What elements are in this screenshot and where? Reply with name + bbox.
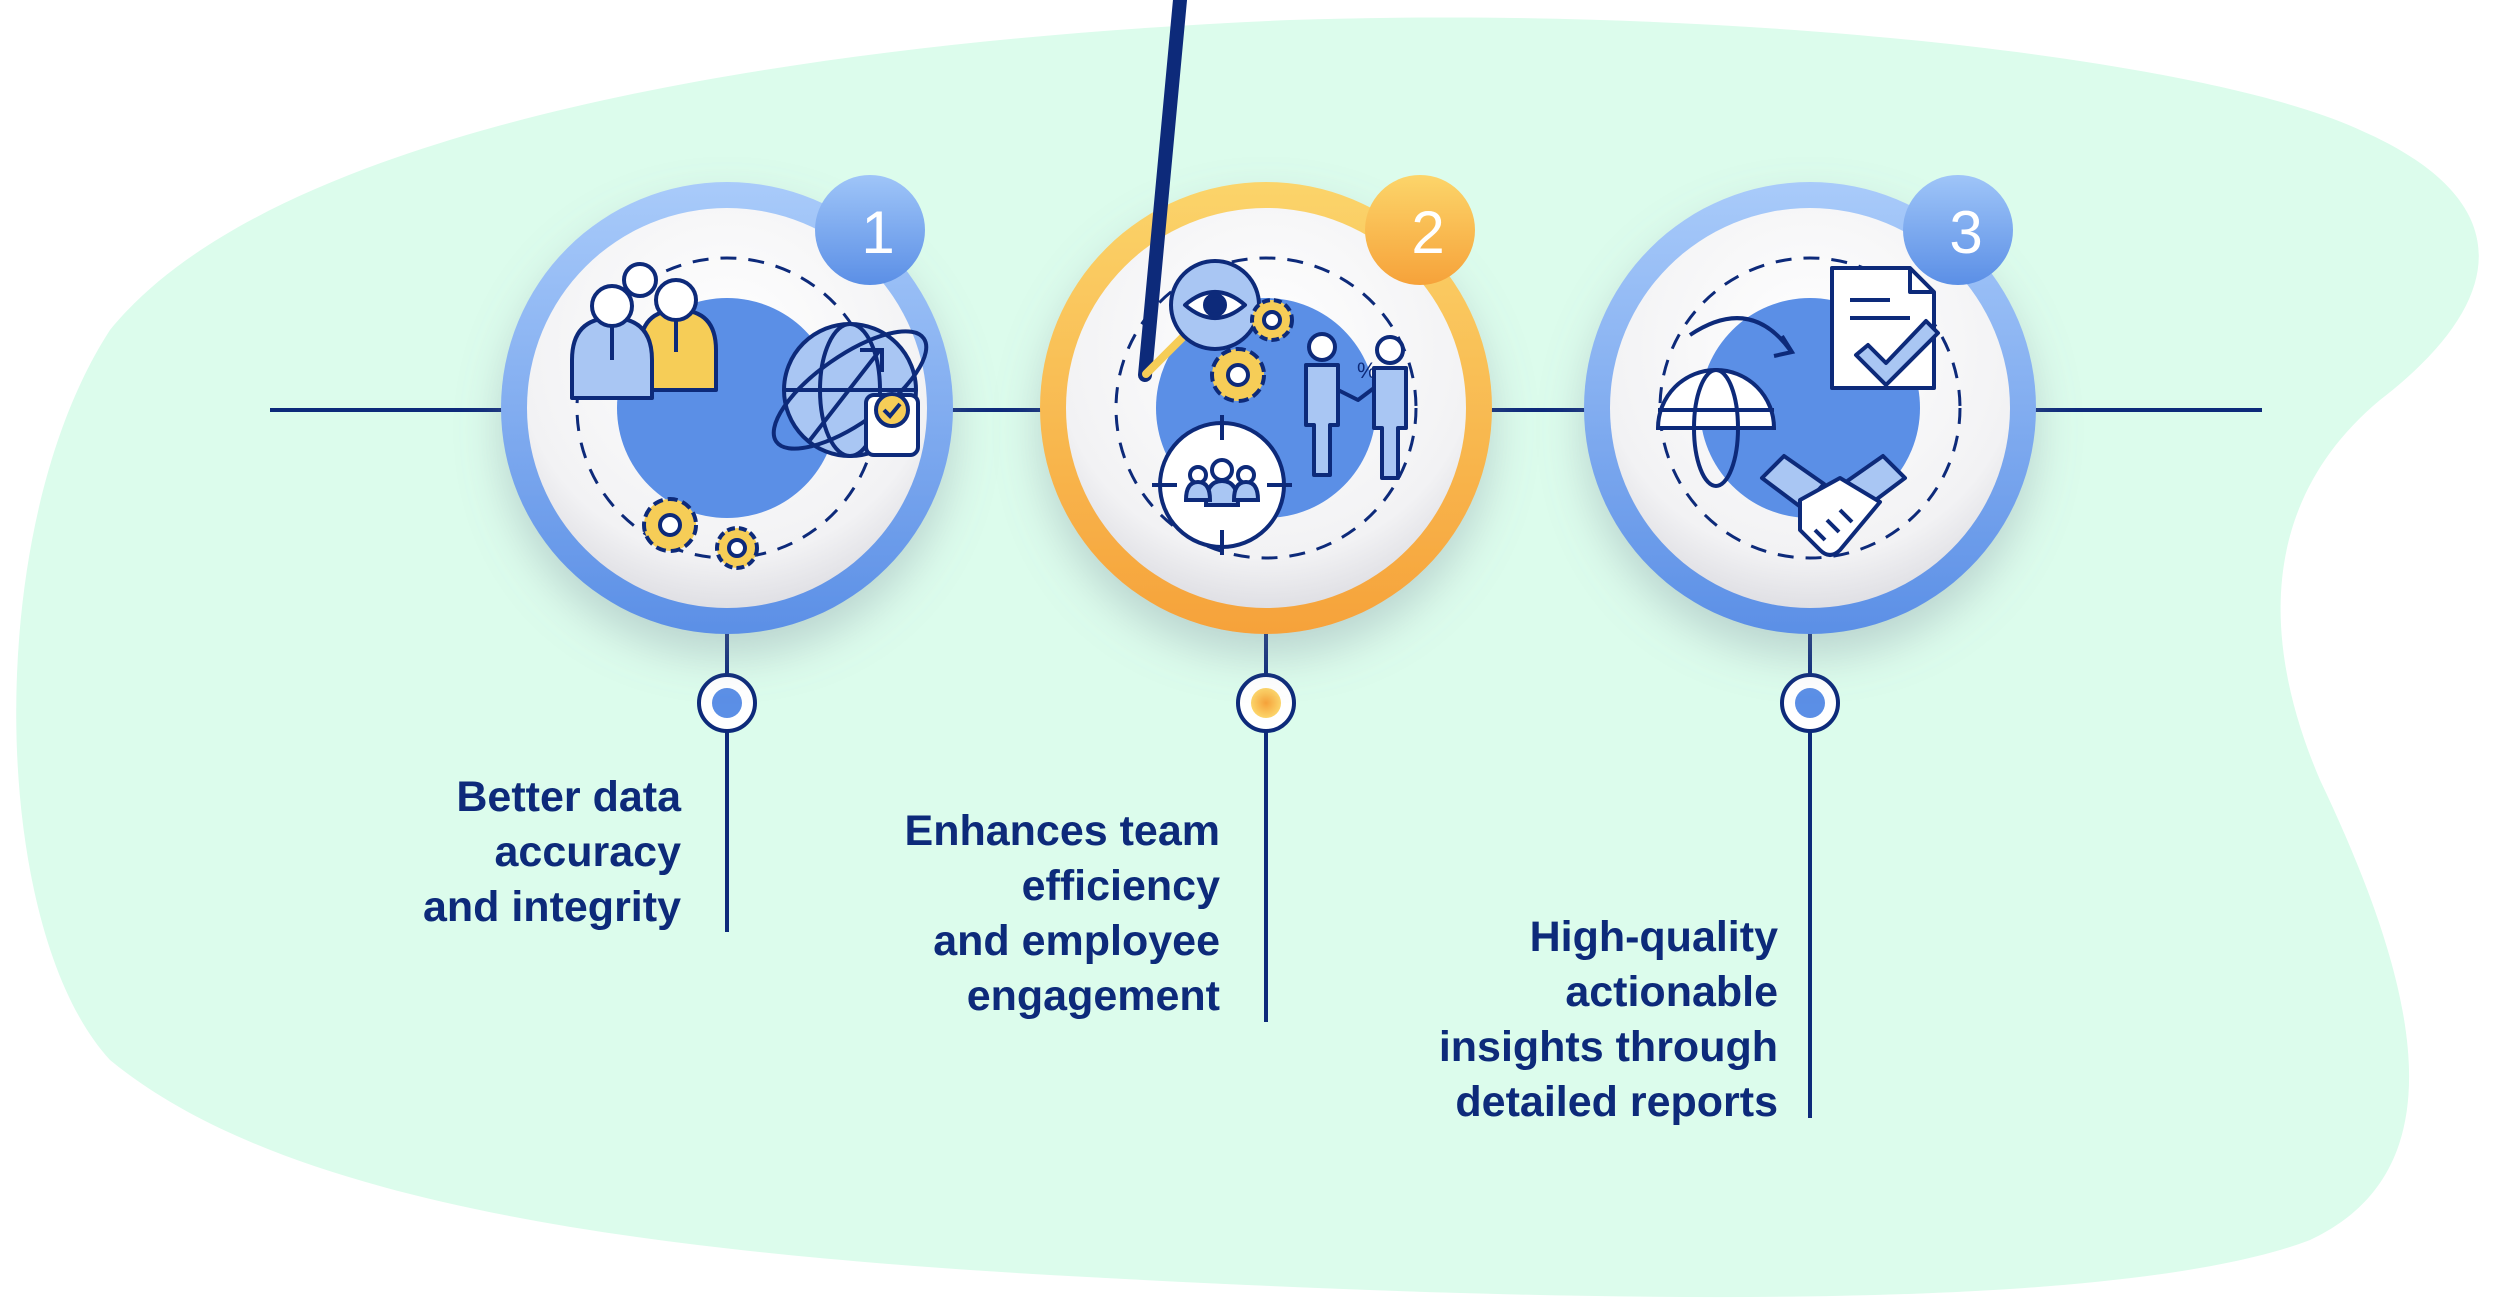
step-3-caption-line-3: insights through xyxy=(1438,1023,1778,1071)
step-3-caption: High-quality actionable insights through… xyxy=(1439,910,1778,1130)
step-2-connector-dot-fill xyxy=(1251,688,1281,718)
magnifier-eye-icon xyxy=(1138,0,1261,382)
step-3-caption-line-2: actionable xyxy=(1565,968,1778,1016)
step-3-dashed-orbit xyxy=(1658,256,1962,560)
step-3-caption-line-4: detailed reports xyxy=(1455,1078,1778,1126)
step-1-caption-line-3: and integrity xyxy=(422,883,681,931)
step-3: 3 xyxy=(1584,175,2036,1118)
team-people-icon xyxy=(570,262,718,400)
business-deal-icon: % xyxy=(1304,332,1408,480)
document-check-icon xyxy=(1830,266,1940,390)
team-target-icon xyxy=(1152,415,1292,555)
step-2-number: 2 xyxy=(1411,199,1444,266)
step-1-number-badge xyxy=(815,175,925,285)
step-1-number: 1 xyxy=(861,199,894,266)
globe-arrow-icon xyxy=(1655,316,1796,488)
step-2-dashed-orbit xyxy=(1114,256,1418,560)
step-3-connector-dot-fill xyxy=(1795,688,1825,718)
step-2-caption-line-4: engagement xyxy=(966,972,1220,1020)
step-1-connector-dot-fill xyxy=(712,688,742,718)
global-network-icon xyxy=(771,322,929,458)
step-3-number-badge xyxy=(1903,175,2013,285)
step-1-caption: Better data accuracy and integrity xyxy=(423,770,681,935)
step-2-caption: Enhances team efficiency and employee en… xyxy=(905,804,1220,1024)
step-3-caption-line-1: High-quality xyxy=(1529,913,1778,961)
step-1: 1 xyxy=(501,175,953,932)
gears-icon xyxy=(1210,298,1294,403)
step-1-caption-line-1: Better data xyxy=(456,773,681,821)
handshake-icon xyxy=(1760,454,1907,557)
step-2-caption-line-1: Enhances team xyxy=(904,807,1220,855)
step-2-caption-line-2: efficiency xyxy=(1021,862,1220,910)
step-2-caption-line-3: and employee xyxy=(933,917,1220,965)
step-2: 2 % xyxy=(1040,0,1492,1022)
step-3-number: 3 xyxy=(1949,199,1982,266)
step-1-caption-line-2: accuracy xyxy=(494,828,682,876)
step-2-number-badge xyxy=(1365,175,1475,285)
svg-text:%: % xyxy=(1357,358,1377,383)
gears-icon xyxy=(642,497,759,570)
